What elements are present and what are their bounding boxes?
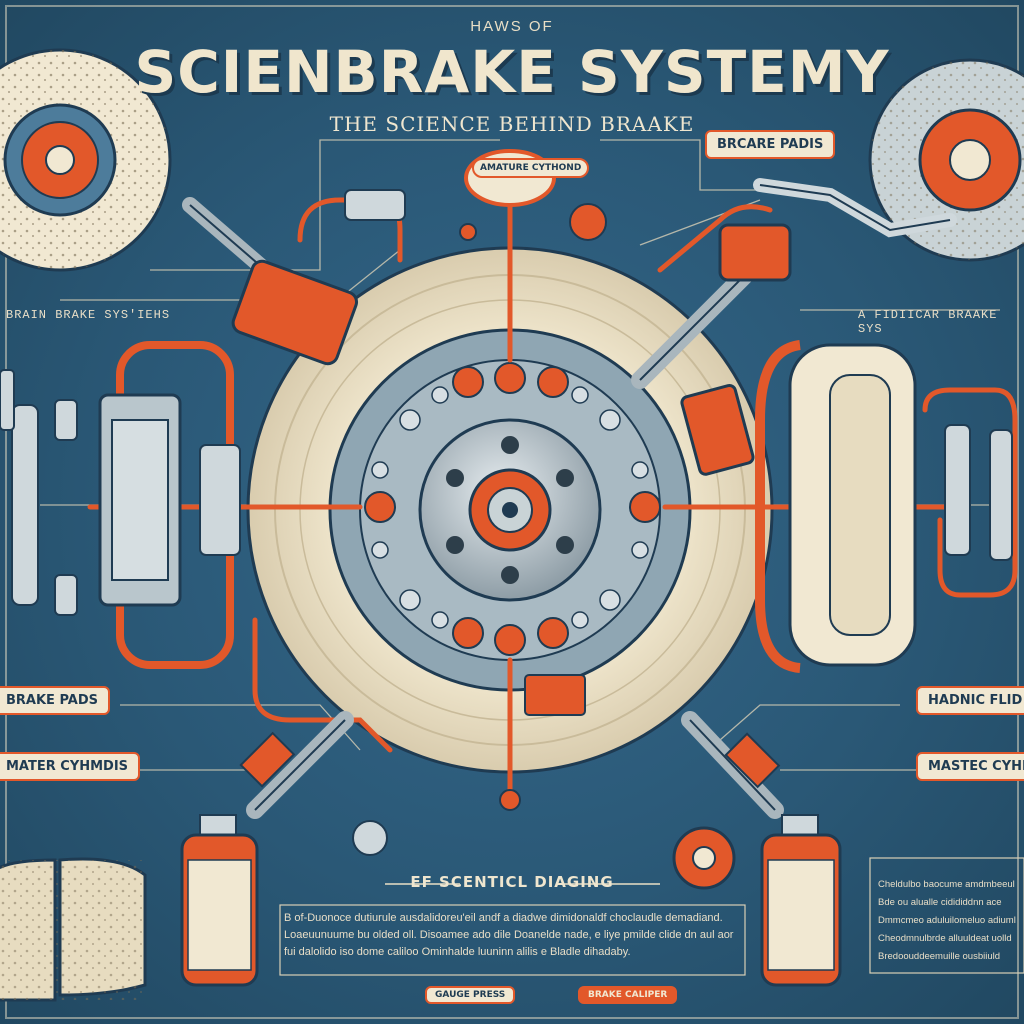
right-paragraph-line-1: Cheldulbo baocume amdmbeeul — [878, 879, 1015, 890]
right-caliper — [755, 340, 917, 673]
bottom-paragraph-line-1: B of-Duonoce dutiurule ausdalidoreu'eil … — [284, 912, 723, 924]
caliper-top-left — [182, 189, 406, 366]
bottom-text-box — [279, 904, 746, 976]
brake-pads-illustration — [0, 857, 147, 1002]
right-paragraph-line-4: Cheodmnulbrde alluuldeat uolld — [878, 933, 1012, 944]
right-paragraph-line-2: Bde ou alualle cidididdnn ace — [878, 897, 1002, 908]
diagram-caption: EF SCENTICL DIAGING — [410, 873, 614, 891]
small-hub-bottom — [352, 820, 736, 890]
right-paragraph-line-5: Bredoouddeemuille ousbiiuld — [878, 951, 1001, 962]
label-master-cylinder-right: MASTEC CYHID — [916, 752, 1024, 781]
bottom-paragraph-line-2: Loaeuunuume bu olded oll. Disoamee ado d… — [284, 929, 734, 941]
bottom-paragraph-line-3: fui dalolido iso dome caliloo Ominhalde … — [284, 946, 631, 958]
hub-lug-nuts — [446, 436, 574, 584]
rotor-top-left — [0, 48, 172, 272]
right-pistons — [944, 424, 1013, 561]
caliper-top-right — [631, 223, 792, 476]
poster-frame — [5, 5, 1019, 1019]
page-subtitle: THE SCIENCE BEHIND BRAAKE — [329, 112, 695, 136]
rotor-steel-bolts — [371, 386, 649, 629]
left-pistons — [0, 369, 78, 616]
label-brake-pads-left: BRAKE PADS — [0, 686, 111, 715]
label-center-badge: AMATURE CYTHOND — [472, 158, 590, 178]
fluid-canister-right — [760, 814, 842, 987]
page-title: SCIENBRAKE SYSTEMY — [134, 38, 890, 106]
label-master-cylinder-left: MATER CYHMDIS — [0, 752, 141, 781]
right-paragraph-line-3: Dmmcmeo aduluilomeluo adiuml — [878, 915, 1016, 926]
right-text-box — [869, 857, 1024, 974]
label-brake-pads-top: BRCARE PADIS — [705, 130, 836, 159]
lower-fittings — [239, 674, 784, 819]
section-label-left: BRAIN BRAKE SYS'IEHS — [6, 308, 171, 322]
fluid-canister-left — [180, 814, 259, 987]
section-label-right: A FIDIICAR BRAAKE SYS — [858, 308, 998, 336]
rotor-orange-bolts — [364, 362, 661, 656]
rotor-top-right — [753, 58, 1024, 262]
label-bottom-badge-left: GAUGE PRESS — [425, 986, 516, 1004]
label-bottom-badge-right: BRAKE CALIPER — [578, 986, 678, 1004]
title-overline: HAWS OF — [470, 18, 554, 35]
left-caliper — [98, 341, 241, 669]
label-hydraulic-fluid: HADNIC FLID — [916, 686, 1024, 715]
